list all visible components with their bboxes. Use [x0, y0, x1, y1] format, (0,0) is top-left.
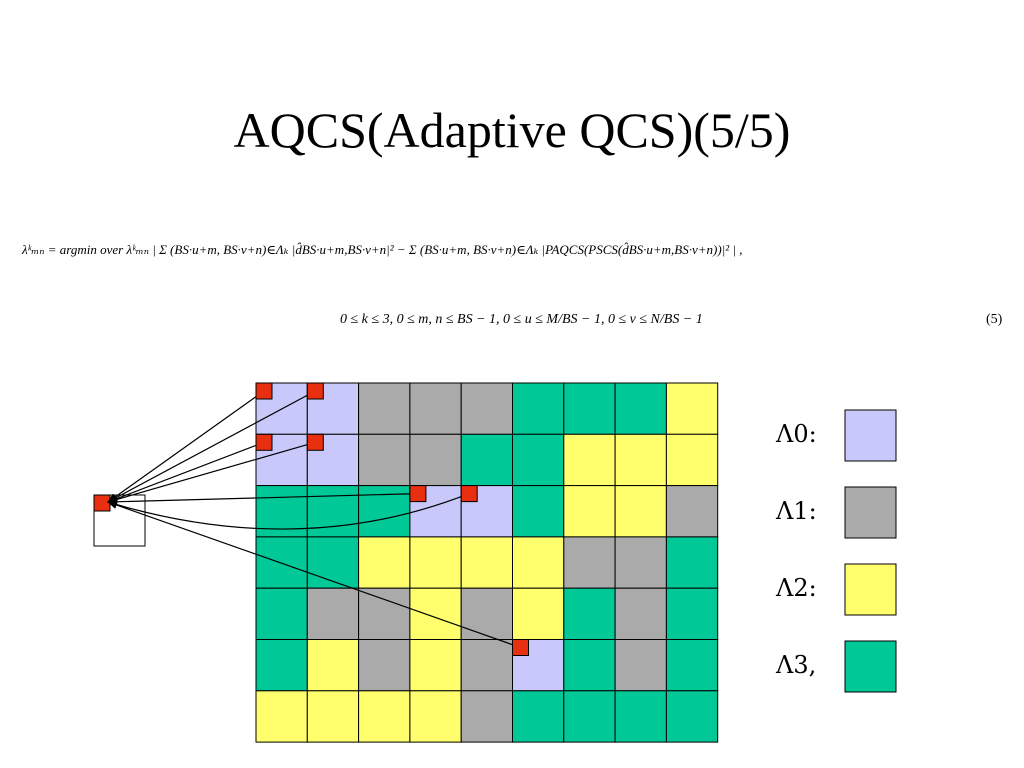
grid-block-r4-c6	[563, 587, 616, 641]
grid-block-r2-c8	[665, 485, 719, 538]
source-pixel-marker-3	[306, 433, 324, 451]
grid-block-r5-c0	[255, 639, 308, 692]
grid-block-r4-c3	[409, 587, 462, 641]
grid-block-r4-c5	[512, 587, 565, 641]
grid-block-r5-c4	[460, 639, 514, 692]
legend-swatch-1	[844, 486, 897, 539]
grid-block-r5-c8	[665, 639, 719, 692]
source-pixel-marker-2	[255, 433, 273, 451]
grid-block-r0-c2	[358, 382, 411, 435]
legend-swatch-0	[844, 409, 897, 462]
grid-block-r3-c8	[665, 536, 719, 589]
legend-label-1: Λ1:	[776, 497, 817, 525]
grid-block-r5-c7	[614, 639, 667, 692]
legend-label-2: Λ2:	[776, 574, 817, 602]
source-pixel-marker-5	[460, 485, 478, 503]
grid-block-r5-c1	[306, 639, 360, 692]
formula-constraints: 0 ≤ k ≤ 3, 0 ≤ m, n ≤ BS − 1, 0 ≤ u ≤ M/…	[340, 312, 703, 327]
grid-block-r1-c2	[358, 433, 411, 487]
grid-block-r1-c6	[563, 433, 616, 487]
mapping-arrow-5	[107, 493, 470, 530]
grid-block-r2-c1	[306, 485, 360, 538]
grid-block-r2-c5	[512, 485, 565, 538]
target-pixel-marker	[93, 494, 111, 512]
mapping-arrow-0	[107, 390, 265, 503]
grid-block-r4-c8	[665, 587, 719, 641]
grid-block-r0-c5	[512, 382, 565, 435]
grid-block-r6-c7	[614, 690, 667, 743]
grid-block-r6-c3	[409, 690, 462, 743]
mapping-arrow-2	[107, 441, 265, 503]
mapping-arrow-4	[107, 493, 418, 506]
grid-block-r3-c0	[255, 536, 308, 589]
grid-block-r2-c7	[614, 485, 667, 538]
source-pixel-marker-1	[306, 382, 324, 400]
grid-block-r4-c1	[306, 587, 360, 641]
mapping-arrow-1	[107, 390, 316, 503]
grid-block-r6-c8	[665, 690, 719, 743]
slide-title: AQCS(Adaptive QCS)(5/5)	[233, 102, 791, 158]
formula-line-1: λᵏₘₙ = argmin over λᵏₘₙ | Σ (BS·u+m, BS·…	[22, 242, 743, 257]
grid-block-r3-c3	[409, 536, 462, 589]
grid-block-r1-c3	[409, 433, 462, 487]
grid-block-r2-c6	[563, 485, 616, 538]
source-pixel-marker-4	[409, 485, 427, 503]
grid-block-r4-c7	[614, 587, 667, 641]
grid-block-r1-c7	[614, 433, 667, 487]
grid-block-r6-c6	[563, 690, 616, 743]
grid-block-r1-c5	[512, 433, 565, 487]
grid-block-r2-c4	[460, 485, 514, 538]
grid-block-r3-c4	[460, 536, 514, 589]
legend-label-0: Λ0:	[776, 420, 817, 448]
grid-block-r4-c0	[255, 587, 308, 641]
legend-label-3: Λ3,	[776, 651, 817, 679]
mapping-arrow-3	[107, 441, 316, 504]
grid-block-r1-c4	[460, 433, 514, 487]
equation-number: (5)	[986, 312, 1003, 327]
grid-block-r3-c1	[306, 536, 360, 589]
mapping-arrow-6	[107, 501, 521, 649]
grid-block-r3-c2	[358, 536, 411, 589]
grid-block-r3-c6	[563, 536, 616, 589]
grid-block-r6-c2	[358, 690, 411, 743]
grid-block-r5-c3	[409, 639, 462, 692]
grid-block-r1-c8	[665, 433, 719, 487]
grid-block-r0-c7	[614, 382, 667, 435]
grid-block-r6-c4	[460, 690, 514, 743]
grid-block-r0-c4	[460, 382, 514, 435]
source-pixel-marker-0	[255, 382, 273, 400]
grid-block-r6-c0	[255, 690, 308, 743]
grid-block-r6-c1	[306, 690, 360, 743]
legend-swatch-2	[844, 563, 897, 616]
grid-block-r6-c5	[512, 690, 565, 743]
grid-block-r0-c3	[409, 382, 462, 435]
grid-block-r3-c7	[614, 536, 667, 589]
source-pixel-marker-6	[512, 639, 529, 656]
grid-block-r0-c8	[665, 382, 719, 435]
grid-block-r0-c6	[563, 382, 616, 435]
grid-block-r5-c6	[563, 639, 616, 692]
grid-block-r2-c2	[358, 485, 411, 538]
legend-swatch-3	[844, 640, 897, 693]
grid-block-r4-c4	[460, 587, 514, 641]
grid-block-r5-c2	[358, 639, 411, 692]
grid-block-r4-c2	[358, 587, 411, 641]
grid-block-r3-c5	[512, 536, 565, 589]
